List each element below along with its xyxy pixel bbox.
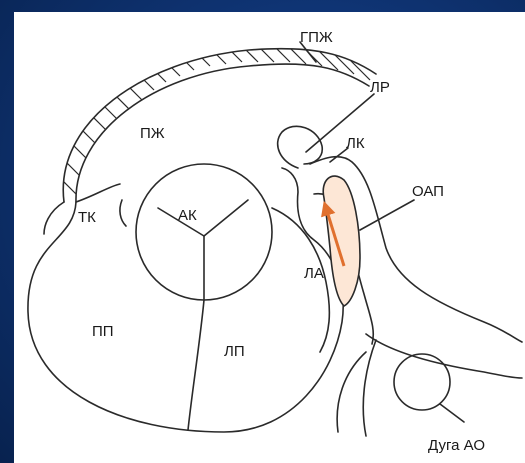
label-tk: ТК [78,209,96,226]
label-lp: ЛП [224,343,245,360]
diagram-panel: ГПЖ ЛР ПЖ ЛК ОАП ТК АК ЛА ПП ЛП Дуга АО [14,12,525,463]
label-pzh: ПЖ [140,125,165,142]
label-oap: ОАП [412,183,444,200]
label-lk: ЛК [346,135,365,152]
label-la: ЛА [304,265,324,282]
label-gpzh: ГПЖ [300,29,333,46]
rv-roof [76,184,120,202]
gpzh-hatching [54,40,370,212]
heart-diagram: ГПЖ ЛР ПЖ ЛК ОАП ТК АК ЛА ПП ЛП Дуга АО [14,12,525,463]
oap-duct [323,176,360,306]
label-duga-ao: Дуга АО [428,437,485,454]
vessel-lower-2 [337,352,366,432]
vessel-lower-1 [366,334,522,378]
duga-leader [440,404,464,422]
oap-leader [360,200,414,230]
vessel-lower-3 [363,340,376,436]
label-lr: ЛР [370,79,390,96]
tk-mark [120,200,126,226]
ak-cusp-2 [204,200,248,236]
septum-pp-lp [188,300,204,430]
aortic-arch-circle [394,354,450,410]
label-ak: АК [178,207,197,224]
rv-free-wall [44,202,64,234]
label-pp: ПП [92,323,114,340]
